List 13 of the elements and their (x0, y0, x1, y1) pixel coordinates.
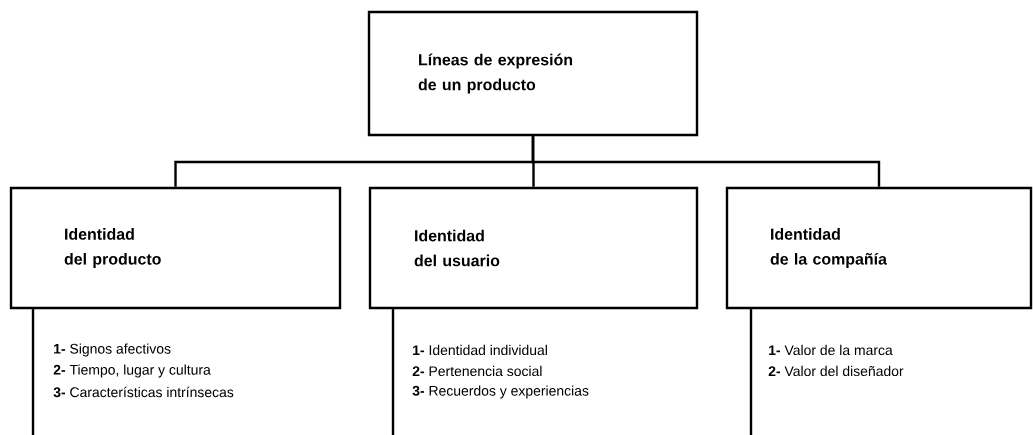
list-item: 1- Valor de la marca (769, 344, 893, 356)
list-item: 1- Identidad individual (413, 344, 547, 356)
heading-box: Identidad del producto (9, 186, 342, 310)
list-item: 3- Características intrínsecas (53, 386, 234, 398)
connector-line (531, 136, 881, 187)
heading-box: Líneas de expresión de un producto (367, 10, 699, 137)
list-item: 2- Tiempo, lugar y cultura (53, 364, 211, 378)
heading-box: Identidad de la compañía (725, 186, 1033, 310)
heading-box: Identidad del usuario (368, 186, 699, 310)
list-item: 2- Pertenencia social (412, 365, 542, 377)
list-item: 2- Valor del diseñador (768, 365, 904, 377)
list-item: 1- Signos afectivos (54, 343, 171, 357)
list-item: 3- Recuerdos y experiencias (412, 385, 589, 399)
